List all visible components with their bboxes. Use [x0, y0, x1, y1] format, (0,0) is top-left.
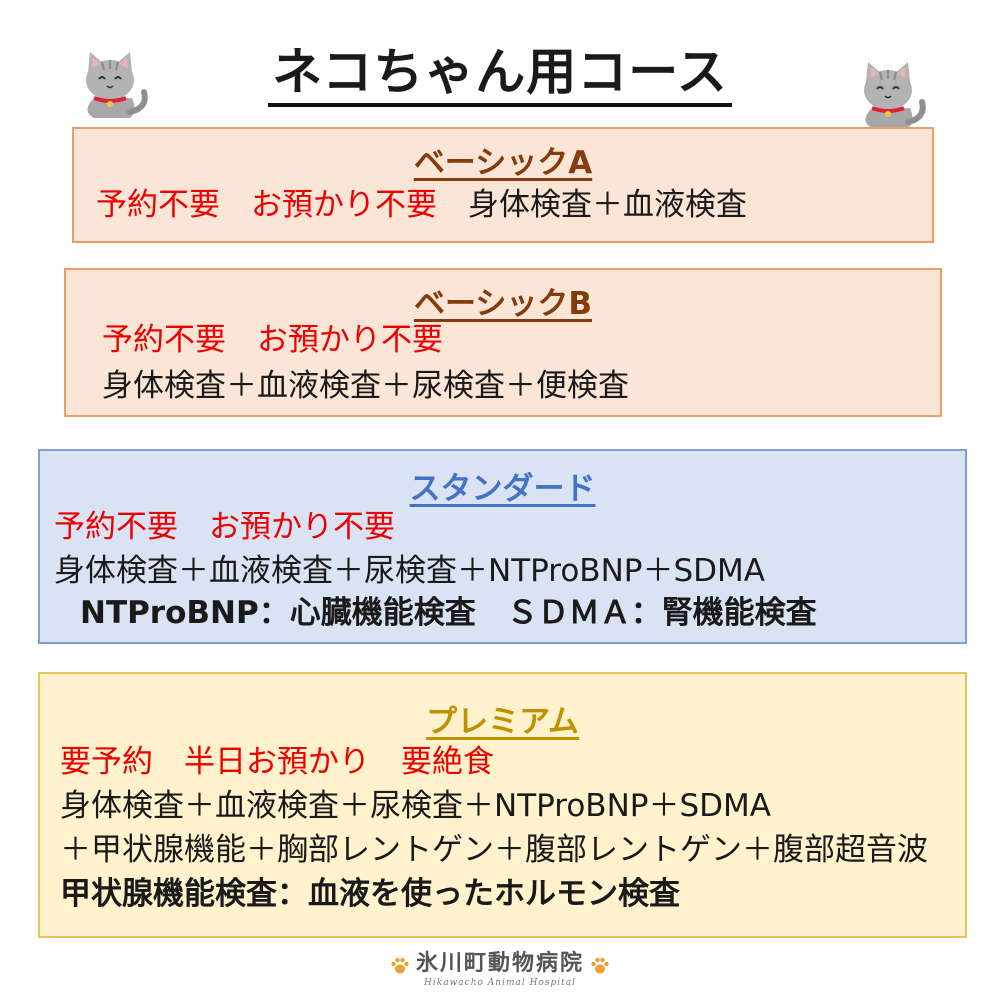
page-title: ネコちゃん用コース — [268, 43, 732, 107]
course-standard: スタンダード 予約不要 お預かり不要 身体検査＋血液検査＋尿検査＋NTProBN… — [38, 449, 967, 644]
tests-text-line2: ＋甲状腺機能＋胸部レントゲン＋腹部レントゲン＋腹部超音波 — [60, 832, 928, 868]
tests-text: 身体検査＋血液検査＋尿検査＋便検査 — [102, 368, 629, 404]
course-title-wrap: スタンダード — [40, 463, 965, 508]
note-text: 甲状腺機能検査：血液を使ったホルモン検査 — [60, 876, 680, 912]
hospital-subtitle: Hikawacho Animal Hospital — [424, 978, 576, 988]
course-title: ベーシックB — [413, 286, 592, 322]
paw-icon — [591, 957, 609, 973]
course-details: 予約不要 お預かり不要 身体検査＋血液検査 — [96, 187, 747, 224]
page-title-wrap: ネコちゃん用コース — [0, 43, 1000, 107]
course-title: プレミアム — [426, 704, 579, 740]
course-premium: プレミアム 要予約 半日お預かり 要絶食 身体検査＋血液検査＋尿検査＋NTPro… — [38, 672, 967, 938]
cat-icon — [86, 52, 148, 118]
course-title: ベーシックA — [413, 145, 593, 181]
reservation-text: 要予約 半日お預かり 要絶食 — [60, 744, 494, 780]
tests-text: 身体検査＋血液検査＋尿検査＋NTProBNP＋SDMA — [54, 553, 765, 589]
paw-icon — [391, 957, 409, 973]
course-basic-b: ベーシックB 予約不要 お預かり不要 身体検査＋血液検査＋尿検査＋便検査 — [64, 268, 942, 417]
reservation-text: 予約不要 お預かり不要 — [96, 187, 437, 223]
tests-text: 身体検査＋血液検査 — [468, 187, 747, 223]
cat-icon — [864, 62, 926, 128]
course-basic-a: ベーシックA 予約不要 お預かり不要 身体検査＋血液検査 — [72, 127, 934, 243]
hospital-footer: 氷川町動物病院 Hikawacho Animal Hospital — [0, 945, 1000, 988]
course-title-wrap: ベーシックB — [66, 278, 940, 323]
reservation-text: 予約不要 お預かり不要 — [54, 509, 395, 545]
course-title-wrap: ベーシックA — [74, 137, 932, 182]
note-text: NTProBNP：心臓機能検査 ＳＤＭＡ：腎機能検査 — [80, 595, 817, 631]
course-title-wrap: プレミアム — [40, 696, 965, 741]
reservation-text: 予約不要 お預かり不要 — [102, 322, 443, 358]
hospital-name: 氷川町動物病院 — [415, 951, 584, 976]
tests-text-line1: 身体検査＋血液検査＋尿検査＋NTProBNP＋SDMA — [60, 788, 771, 824]
course-title: スタンダード — [409, 471, 596, 507]
